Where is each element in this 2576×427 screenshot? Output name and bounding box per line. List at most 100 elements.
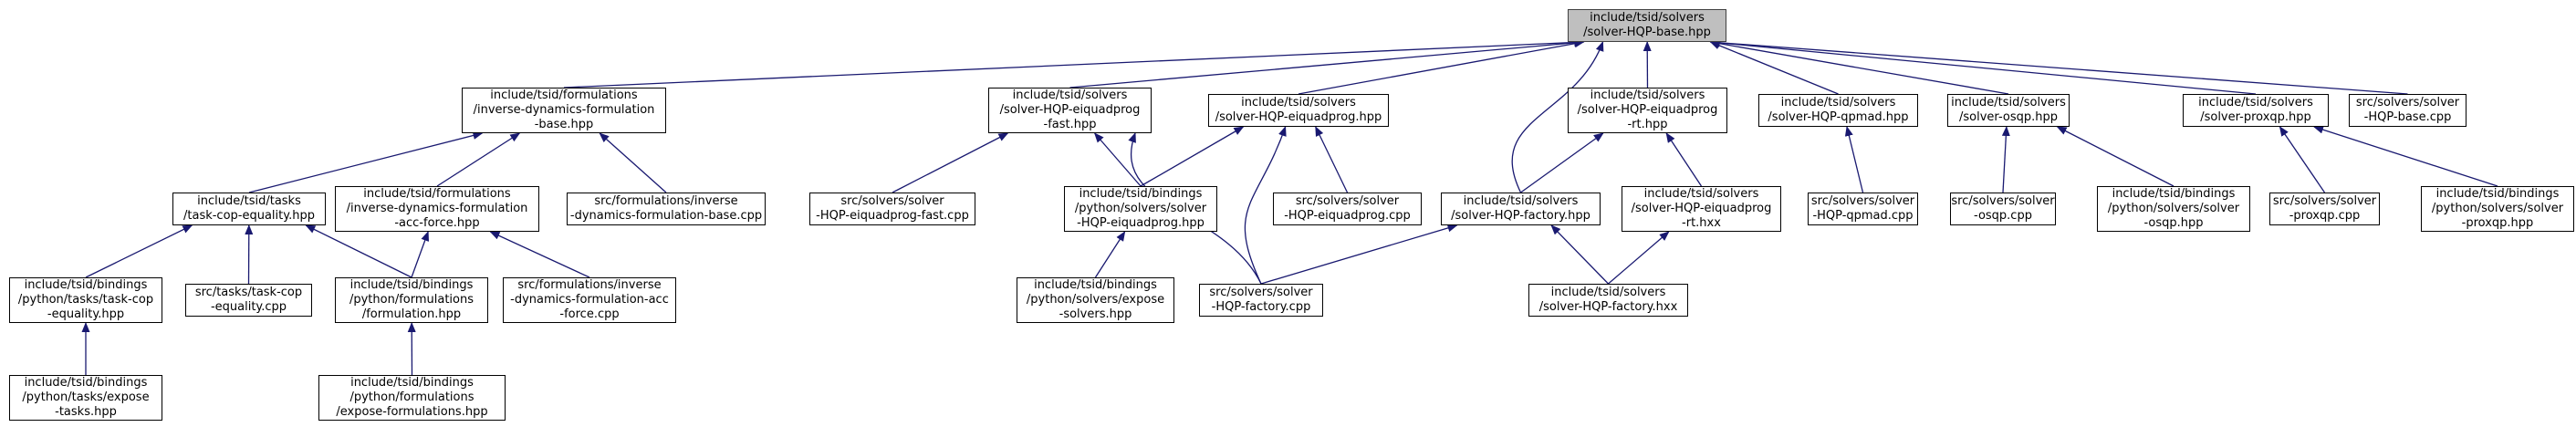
node-bind-form[interactable]: include/tsid/bindings/python/formulation…: [335, 277, 488, 323]
node-label-line: include/tsid/solvers: [2198, 96, 2313, 109]
node-factory-cpp[interactable]: src/solvers/solver-HQP-factory.cpp: [1199, 284, 1323, 317]
node-label-line: /inverse-dynamics-formulation: [473, 103, 655, 117]
edge-bind-form-to-task-cop: [305, 224, 412, 278]
node-label-line: include/tsid/solvers: [1590, 89, 1705, 102]
edge-eiq-cpp-to-eiq: [1315, 126, 1349, 193]
node-label-line: /solver-osqp.hpp: [1959, 110, 2058, 124]
edge-proxqp-cpp-to-proxqp: [2279, 126, 2326, 193]
edge-factory-to-eiq-rt: [1520, 132, 1604, 193]
node-label-line: src/solvers/solver: [1951, 194, 2055, 208]
node-factory[interactable]: include/tsid/solvers/solver-HQP-factory.…: [1441, 193, 1601, 225]
node-label-line: -proxqp.cpp: [2289, 209, 2361, 223]
node-label-line: src/solvers/solver: [2272, 194, 2377, 208]
node-task-cop[interactable]: include/tsid/tasks/task-cop-equality.hpp: [172, 193, 326, 225]
node-label-line: include/tsid/solvers: [1780, 96, 1896, 109]
node-label-line: -HQP-factory.cpp: [1211, 300, 1311, 314]
node-osqp-cpp[interactable]: src/solvers/solver-osqp.cpp: [1950, 193, 2056, 225]
node-label-line: -HQP-qpmad.cpp: [1812, 209, 1914, 223]
node-root: include/tsid/solvers/solver-HQP-base.hpp: [1568, 9, 1726, 42]
node-idf-base-cpp[interactable]: src/formulations/inverse-dynamics-formul…: [567, 193, 766, 225]
node-label-line: /python/tasks/expose: [22, 391, 150, 404]
node-label-line: include/tsid/formulations: [363, 187, 511, 201]
node-expose-form[interactable]: include/tsid/bindings/python/formulation…: [318, 375, 506, 421]
node-task-cop-cpp[interactable]: src/tasks/task-cop-equality.cpp: [185, 284, 312, 317]
node-label-line: -dynamics-formulation-acc: [510, 293, 669, 307]
node-label-line: /solver-HQP-factory.hxx: [1538, 300, 1678, 314]
node-expose-solvers[interactable]: include/tsid/bindings/python/solvers/exp…: [1017, 277, 1174, 323]
node-base-cpp[interactable]: src/solvers/solver-HQP-base.cpp: [2349, 94, 2466, 127]
node-label-line: -base.hpp: [534, 118, 594, 131]
node-eiq-fast[interactable]: include/tsid/solvers/solver-HQP-eiquadpr…: [988, 88, 1152, 133]
edge-qpmad-to-root: [1709, 41, 1839, 95]
node-label-line: -osqp.hpp: [2143, 216, 2204, 230]
node-label-line: /python/solvers/solver: [2107, 202, 2240, 215]
node-label-line: include/tsid/bindings: [2435, 187, 2560, 201]
node-label-line: /inverse-dynamics-formulation: [346, 202, 528, 215]
node-proxqp-cpp[interactable]: src/solvers/solver-proxqp.cpp: [2269, 193, 2380, 225]
node-bind-proxqp[interactable]: include/tsid/bindings/python/solvers/sol…: [2421, 186, 2574, 232]
node-label-line: /python/tasks/task-cop: [17, 293, 154, 307]
node-label-line: /solver-HQP-eiquadprog: [1577, 103, 1718, 117]
node-label-line: include/tsid/formulations: [490, 89, 638, 102]
node-label-line: -force.cpp: [559, 307, 620, 321]
node-label-line: /solver-HQP-eiquadprog: [999, 103, 1141, 117]
edge-idf-acc-cpp-to-idf-acc: [489, 231, 590, 278]
node-label-line: -equality.hpp: [47, 307, 125, 321]
edge-bind-eiq-to-eiq: [1140, 126, 1245, 187]
node-label-line: /task-cop-equality.hpp: [183, 209, 315, 223]
edge-eiq-to-root: [1298, 39, 1585, 95]
edge-bind-osqp-to-osqp: [2056, 126, 2174, 187]
node-label-line: src/formulations/inverse: [517, 278, 662, 292]
edge-factory-cpp-to-eiq: [1244, 126, 1287, 285]
node-label-line: /solver-HQP-qpmad.hpp: [1768, 110, 1909, 124]
node-label-line: src/solvers/solver: [1810, 194, 1915, 208]
node-label-line: src/formulations/inverse: [594, 194, 738, 208]
edge-task-cop-to-idf-base: [248, 131, 484, 193]
node-eiq[interactable]: include/tsid/solvers/solver-HQP-eiquadpr…: [1208, 94, 1389, 127]
node-label-line: -fast.hpp: [1043, 118, 1097, 131]
edge-idf-base-to-root: [563, 37, 1585, 89]
node-qpmad[interactable]: include/tsid/solvers/solver-HQP-qpmad.hp…: [1758, 94, 1918, 127]
edge-proxqp-to-root: [1709, 38, 2257, 95]
edge-factory-hxx-to-factory: [1550, 224, 1609, 285]
node-eiq-fast-cpp[interactable]: src/solvers/solver-HQP-eiquadprog-fast.c…: [809, 193, 975, 225]
node-eiq-rt-hxx[interactable]: include/tsid/solvers/solver-HQP-eiquadpr…: [1622, 186, 1781, 232]
node-bind-osqp[interactable]: include/tsid/bindings/python/solvers/sol…: [2097, 186, 2250, 232]
node-idf-base[interactable]: include/tsid/formulations/inverse-dynami…: [462, 88, 666, 133]
node-label-line: include/tsid/bindings: [349, 278, 474, 292]
edge-bind-task-cop-to-task-cop: [85, 224, 193, 278]
node-bind-eiq[interactable]: include/tsid/bindings/python/solvers/sol…: [1064, 186, 1217, 232]
node-label-line: -dynamics-formulation-base.cpp: [569, 209, 763, 223]
node-label-line: -solvers.hpp: [1059, 307, 1132, 321]
node-label-line: -tasks.hpp: [55, 405, 117, 419]
edge-factory-cpp-to-factory: [1260, 224, 1458, 285]
node-label-line: include/tsid/solvers: [1643, 187, 1759, 201]
node-eiq-rt[interactable]: include/tsid/solvers/solver-HQP-eiquadpr…: [1568, 88, 1727, 133]
node-label-line: -HQP-eiquadprog-fast.cpp: [816, 209, 969, 223]
edge-bind-eiq-to-eiq-fast: [1093, 132, 1142, 187]
node-label-line: -osqp.cpp: [1974, 209, 2032, 223]
node-label-line: /formulation.hpp: [361, 307, 462, 321]
node-label-line: /expose-formulations.hpp: [336, 405, 488, 419]
node-label-line: /python/solvers/solver: [1074, 202, 1207, 215]
node-label-line: src/solvers/solver: [840, 194, 944, 208]
edge-eiq-rt-hxx-to-eiq-rt: [1665, 132, 1703, 187]
node-label-line: -HQP-eiquadprog.cpp: [1284, 209, 1411, 223]
node-expose-tasks[interactable]: include/tsid/bindings/python/tasks/expos…: [9, 375, 162, 421]
node-proxqp[interactable]: include/tsid/solvers/solver-proxqp.hpp: [2183, 94, 2329, 127]
node-label-line: /python/formulations: [349, 391, 475, 404]
node-label-line: -proxqp.hpp: [2461, 216, 2534, 230]
edge-idf-acc-to-idf-base: [436, 132, 521, 187]
node-idf-acc-cpp[interactable]: src/formulations/inverse-dynamics-formul…: [503, 277, 676, 323]
node-factory-hxx[interactable]: include/tsid/solvers/solver-HQP-factory.…: [1528, 284, 1688, 317]
node-label-line: include/tsid/solvers: [1012, 89, 1128, 102]
node-label-line: include/tsid/bindings: [350, 376, 474, 390]
node-label-line: /solver-HQP-factory.hpp: [1451, 209, 1590, 223]
node-osqp[interactable]: include/tsid/solvers/solver-osqp.hpp: [1947, 94, 2070, 127]
node-bind-task-cop[interactable]: include/tsid/bindings/python/tasks/task-…: [9, 277, 162, 323]
edge-osqp-to-root: [1709, 39, 2009, 95]
node-eiq-cpp[interactable]: src/solvers/solver-HQP-eiquadprog.cpp: [1273, 193, 1422, 225]
node-idf-acc[interactable]: include/tsid/formulations/inverse-dynami…: [335, 186, 539, 232]
node-label-line: src/solvers/solver: [1295, 194, 1400, 208]
node-qpmad-cpp[interactable]: src/solvers/solver-HQP-qpmad.cpp: [1808, 193, 1918, 225]
